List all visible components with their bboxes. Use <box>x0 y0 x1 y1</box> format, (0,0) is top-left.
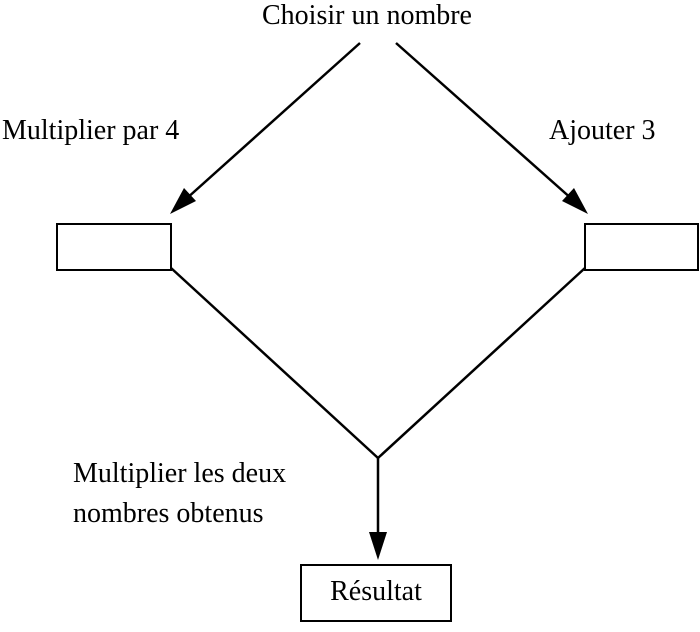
arrowhead-left <box>170 188 196 214</box>
arrow-start-to-right <box>395 42 583 209</box>
start-label: Choisir un nombre <box>262 0 472 31</box>
arrow-start-to-left <box>175 42 361 209</box>
left-result-box <box>56 223 172 271</box>
arrowhead-right <box>562 188 588 214</box>
connector-left-to-merge <box>170 267 379 459</box>
result-box: Résultat <box>300 564 452 622</box>
combine-label: Multiplier les deux nombres obtenus <box>73 454 343 534</box>
arrowhead-down <box>369 532 387 560</box>
right-branch-label: Ajouter 3 <box>549 115 656 146</box>
combine-label-line1: Multiplier les deux <box>73 458 287 489</box>
right-result-box <box>584 223 699 271</box>
combine-label-line2: nombres obtenus <box>73 498 264 529</box>
left-branch-label: Multiplier par 4 <box>2 115 180 146</box>
connector-right-to-merge <box>377 267 586 459</box>
